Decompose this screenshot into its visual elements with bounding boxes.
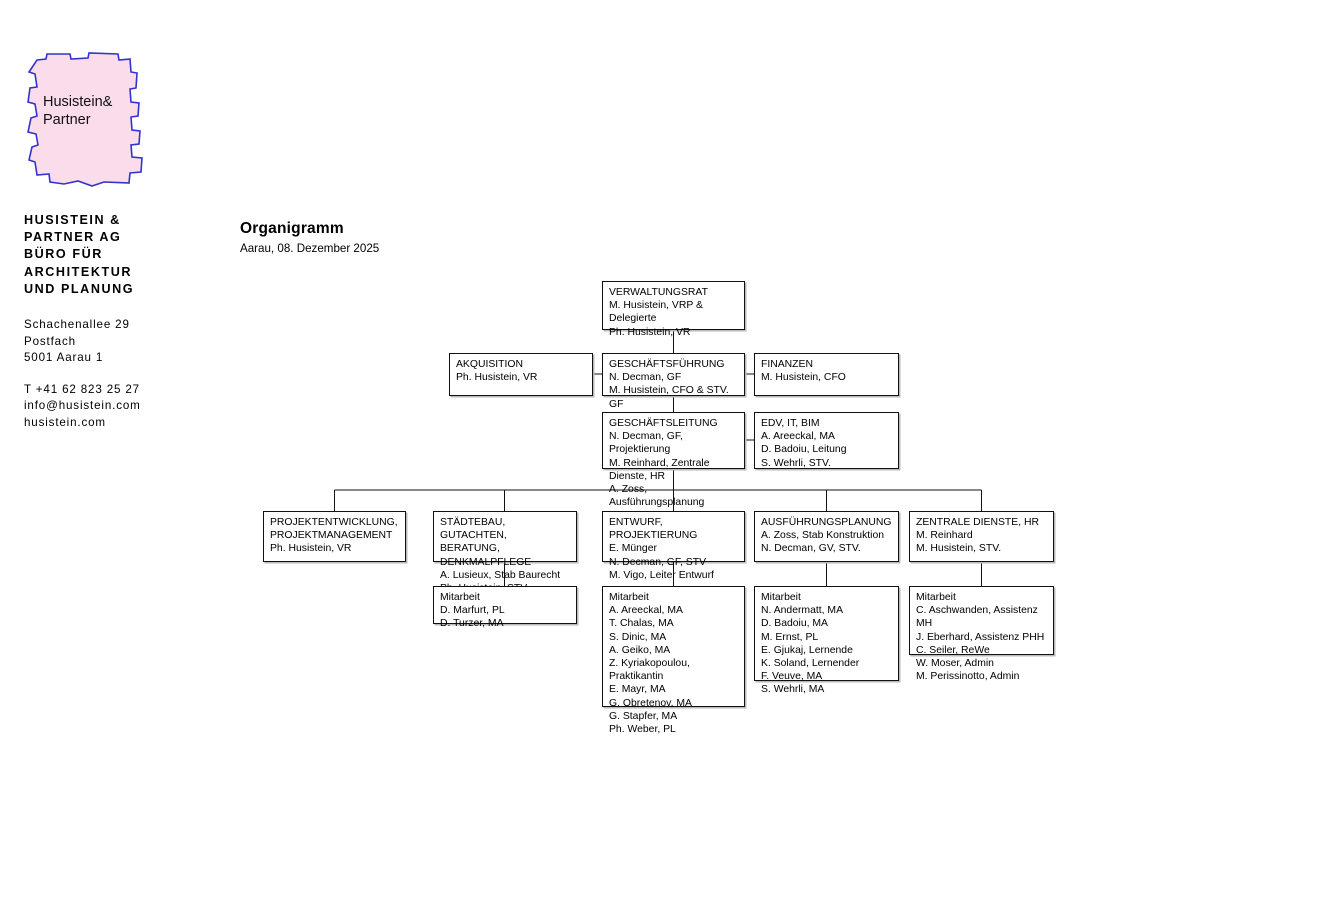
logo-text-line1: Husistein& — [43, 94, 113, 110]
chart-heading: Organigramm Aarau, 08. Dezember 2025 — [240, 220, 379, 255]
node-people: A. Areeckal, MA D. Badoiu, Leitung S. We… — [761, 431, 847, 469]
node-title: STÄDTEBAU, GUTACHTEN, BERATUNG, DENKMALP… — [440, 517, 532, 568]
node-geschaeftsfuehrung[interactable]: GESCHÄFTSFÜHRUNG N. Decman, GF M. Husist… — [602, 353, 745, 410]
page-subtitle: Aarau, 08. Dezember 2025 — [240, 242, 380, 255]
logo-shape — [27, 52, 143, 187]
node-geschaeftsleitung[interactable]: GESCHÄFTSLEITUNG N. Decman, GF, Projekti… — [602, 412, 745, 508]
node-title: ENTWURF, PROJEKTIERUNG — [609, 517, 698, 542]
node-mitarbeit-zentrale[interactable]: Mitarbeit C. Aschwanden, Assistenz MH J.… — [909, 586, 1054, 682]
node-title: GESCHÄFTSLEITUNG — [609, 418, 718, 429]
node-title: AKQUISITION — [456, 359, 523, 370]
node-title: VERWALTUNGSRAT — [609, 287, 708, 298]
node-zentrale-dienste[interactable]: ZENTRALE DIENSTE, HR M. Reinhard M. Husi… — [909, 511, 1054, 562]
company-name: HUSISTEIN & PARTNER AG BÜRO FÜR ARCHITEK… — [24, 213, 135, 296]
node-people: Ph. Husistein, VR — [270, 543, 352, 555]
node-title: GESCHÄFTSFÜHRUNG — [609, 359, 725, 370]
node-title: Mitarbeit — [609, 592, 649, 603]
node-mitarbeit-ausfuehrung[interactable]: Mitarbeit N. Andermatt, MA D. Badoiu, MA… — [754, 586, 899, 695]
node-entwurf[interactable]: ENTWURF, PROJEKTIERUNG E. Münger N. Decm… — [602, 511, 745, 581]
node-people: N. Decman, GF, Projektierung M. Reinhard… — [609, 431, 710, 509]
node-title: ZENTRALE DIENSTE, HR — [916, 517, 1039, 528]
node-people: Ph. Husistein, VR — [456, 372, 538, 384]
node-title: Mitarbeit — [916, 592, 956, 603]
node-finanzen[interactable]: FINANZEN M. Husistein, CFO — [754, 353, 899, 396]
logo-text-line2: Partner — [43, 112, 91, 128]
node-people: M. Husistein, CFO — [761, 372, 846, 384]
postal-address: Schachenallee 29 Postfach 5001 Aarau 1 — [24, 318, 130, 365]
node-akquisition[interactable]: AKQUISITION Ph. Husistein, VR — [449, 353, 593, 396]
node-edv-it-bim[interactable]: EDV, IT, BIM A. Areeckal, MA D. Badoiu, … — [754, 412, 899, 469]
node-title: Mitarbeit — [440, 592, 480, 603]
letterhead: Husistein& Partner HUSISTEIN & PARTNER A… — [24, 50, 224, 431]
node-staedtebau[interactable]: STÄDTEBAU, GUTACHTEN, BERATUNG, DENKMALP… — [433, 511, 577, 594]
node-people: M. Reinhard M. Husistein, STV. — [916, 530, 1002, 555]
node-projektentwicklung[interactable]: PROJEKTENTWICKLUNG, PROJEKTMANAGEMENT Ph… — [263, 511, 406, 562]
company-logo: Husistein& Partner — [27, 52, 143, 187]
node-title: PROJEKTENTWICKLUNG, PROJEKTMANAGEMENT — [270, 517, 398, 542]
node-title: Mitarbeit — [761, 592, 801, 603]
node-mitarbeit-staedtebau[interactable]: Mitarbeit D. Marfurt, PL D. Turzer, MA — [433, 586, 577, 629]
node-title: FINANZEN — [761, 359, 813, 370]
node-people: N. Decman, GF M. Husistein, CFO & STV. G… — [609, 372, 729, 410]
node-title: EDV, IT, BIM — [761, 418, 820, 429]
contact-details: T +41 62 823 25 27 info@husistein.com hu… — [24, 382, 141, 429]
node-people: E. Münger N. Decman, GF, STV M. Vigo, Le… — [609, 543, 714, 581]
node-verwaltungsrat[interactable]: VERWALTUNGSRAT M. Husistein, VRP & Deleg… — [602, 281, 745, 338]
page-title: Organigramm — [240, 220, 344, 237]
node-mitarbeit-entwurf[interactable]: Mitarbeit A. Areeckal, MA T. Chalas, MA … — [602, 586, 745, 735]
node-people: C. Aschwanden, Assistenz MH J. Eberhard,… — [916, 605, 1045, 683]
node-people: D. Marfurt, PL D. Turzer, MA — [440, 605, 505, 630]
node-title: AUSFÜHRUNGSPLANUNG — [761, 517, 892, 528]
node-people: N. Andermatt, MA D. Badoiu, MA M. Ernst,… — [761, 605, 860, 696]
node-people: A. Areeckal, MA T. Chalas, MA S. Dinic, … — [609, 605, 692, 736]
node-ausfuehrungsplanung[interactable]: AUSFÜHRUNGSPLANUNG A. Zoss, Stab Konstru… — [754, 511, 899, 562]
node-people: A. Zoss, Stab Konstruktion N. Decman, GV… — [761, 530, 885, 555]
node-people: M. Husistein, VRP & Delegierte Ph. Husis… — [609, 300, 703, 338]
